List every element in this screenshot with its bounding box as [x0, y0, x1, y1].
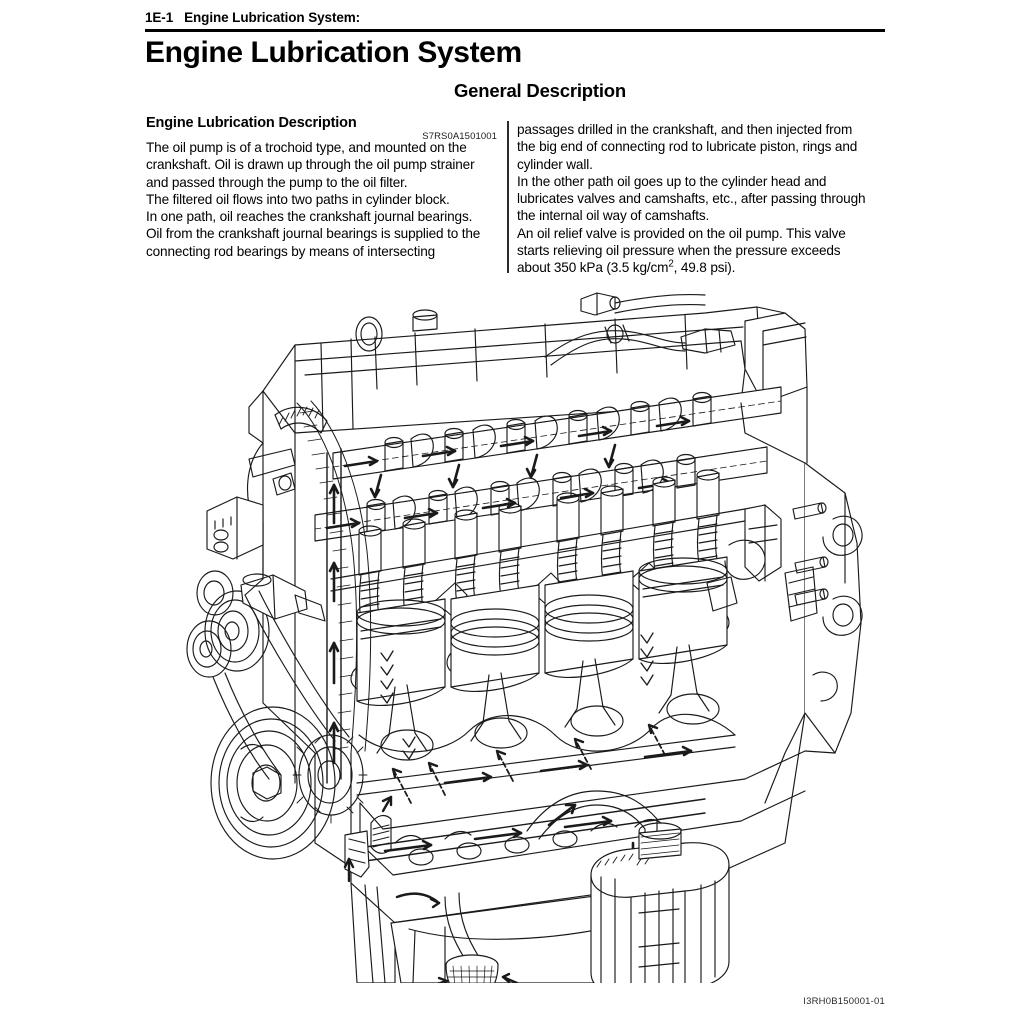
oil-flow-arrows-riser	[328, 483, 340, 765]
cylinder-head-studs	[792, 502, 829, 606]
paragraph: The filtered oil flows into two paths in…	[146, 191, 450, 207]
oil-pump	[343, 795, 393, 883]
oil-pump-strainer	[395, 892, 519, 983]
bearing-feed-arrowheads	[391, 723, 659, 779]
timing-chain-links	[299, 410, 354, 750]
body-right-column: passages drilled in the crankshaft, and …	[517, 121, 872, 277]
figure-reference-code: I3RH0B150001-01	[803, 996, 885, 1007]
column-divider-rule	[507, 121, 509, 273]
paragraph: passages drilled in the crankshaft, and …	[517, 122, 858, 172]
paragraph: An oil relief valve is provided on the o…	[517, 225, 846, 276]
engine-cutaway-illustration	[186, 292, 863, 983]
page-code: 1E-1	[145, 10, 174, 25]
subsection-heading: Engine Lubrication Description	[146, 115, 357, 131]
bearing-feed-dashed	[392, 724, 666, 804]
running-header: 1E-1 Engine Lubrication System:	[145, 10, 885, 30]
crankcase-and-oil-pan	[350, 712, 806, 983]
paragraph: Oil from the crankshaft journal bearings…	[146, 226, 481, 259]
cylinder-block	[262, 386, 808, 874]
oil-spray-marks	[380, 632, 654, 760]
oil-gallery-riser	[326, 448, 342, 784]
oil-pump-and-gallery	[343, 723, 736, 983]
reference-code: S7RS0A1501001	[422, 131, 497, 142]
body-left-column: The oil pump is of a trochoid type, and …	[146, 139, 498, 260]
oil-flow-arrows-gallery	[383, 745, 693, 853]
running-header-title: Engine Lubrication System:	[184, 10, 361, 25]
cylinder-head-assembly	[262, 292, 808, 434]
paragraph: In one path, oil reaches the crankshaft …	[146, 209, 473, 225]
transmission-mounting-face	[706, 462, 863, 754]
paragraph: In the other path oil goes up to the cyl…	[517, 173, 866, 224]
piston-bores	[356, 556, 728, 706]
section-title: General Description	[453, 80, 626, 101]
relief-valve-spring	[372, 824, 390, 848]
strainer-mesh	[447, 965, 497, 983]
page-title: Engine Lubrication System	[145, 36, 522, 69]
front-drive-assembly	[186, 400, 372, 860]
oil-filter	[590, 822, 730, 983]
camshafts	[314, 386, 782, 542]
header-divider-rule	[145, 29, 885, 32]
oil-flow-arrows-strainer	[395, 892, 519, 983]
paragraph: The oil pump is of a trochoid type, and …	[146, 140, 475, 190]
timing-cover-and-mount	[206, 390, 296, 596]
engine-lubrication-diagram	[145, 283, 885, 983]
